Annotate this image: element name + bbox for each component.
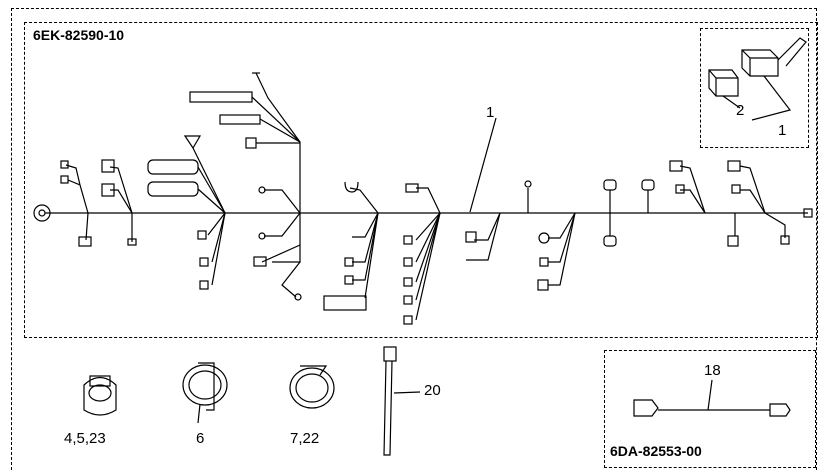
leader-inset-2 xyxy=(722,95,741,109)
branch-center-3 xyxy=(465,180,532,261)
inset-connector-icon xyxy=(741,37,807,77)
clamp-b-icon xyxy=(182,362,228,424)
main-part-number: 6EK-82590-10 xyxy=(33,27,125,43)
branch-left-1 xyxy=(60,160,92,247)
callout-clamp-b: 6 xyxy=(196,430,205,447)
inset-frame xyxy=(700,28,809,148)
branch-center-1 xyxy=(323,181,379,311)
round-connector-icon xyxy=(33,204,51,222)
callout-inset-cap: 2 xyxy=(736,102,745,119)
sub-part-number: 6DA-82553-00 xyxy=(610,443,702,459)
ecu-connectors xyxy=(147,135,226,290)
branch-right-3 xyxy=(669,160,739,247)
cable-tie-icon xyxy=(383,346,421,456)
branch-right-1 xyxy=(537,212,576,291)
leader-inset-1 xyxy=(751,75,792,121)
sub-lead-icon xyxy=(633,379,791,417)
outer-frame xyxy=(11,8,817,470)
callout-clamp-c: 7,22 xyxy=(290,430,320,447)
branch-center-left xyxy=(189,72,302,301)
callout-sub-lead: 18 xyxy=(704,362,721,379)
callout-harness: 1 xyxy=(486,104,495,121)
callout-clamp-a: 4,5,23 xyxy=(64,430,106,447)
branch-right-2 xyxy=(603,179,655,247)
sub-lead-frame xyxy=(604,350,816,468)
branch-right-4 xyxy=(727,160,813,245)
leader-harness xyxy=(469,117,497,213)
clamp-c-icon xyxy=(289,365,335,409)
branch-center-2 xyxy=(403,183,441,325)
callout-inset-connector: 1 xyxy=(778,122,787,139)
inset-cap-icon xyxy=(708,69,739,97)
clamp-a-icon xyxy=(83,375,117,416)
callout-cable-tie: 20 xyxy=(424,382,441,399)
main-harness-frame xyxy=(24,22,818,338)
branch-left-2 xyxy=(101,159,137,246)
